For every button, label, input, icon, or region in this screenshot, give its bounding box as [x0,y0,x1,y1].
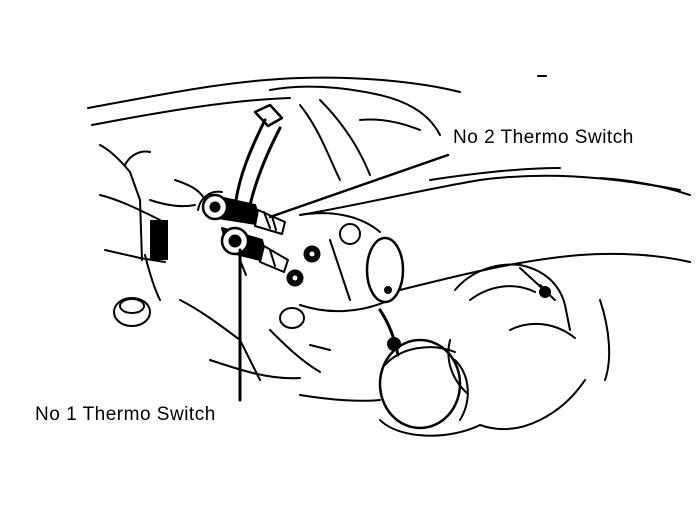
switch-housing [299,212,405,313]
callout-thermo-switch-1: No 1 Thermo Switch [35,404,216,425]
vacuum-unit [378,263,611,437]
callout-thermo-switch-2: No 2 Thermo Switch [453,127,634,148]
thermo-switch-1 [220,226,289,273]
thermo-switch-cluster [197,190,361,287]
engine-block [99,144,206,301]
upper-hose [87,76,461,207]
thermo-switch-2 [201,193,286,235]
leader-line-2 [268,153,450,219]
intake-manifold [299,167,691,291]
lower-left-fittings [113,297,381,402]
